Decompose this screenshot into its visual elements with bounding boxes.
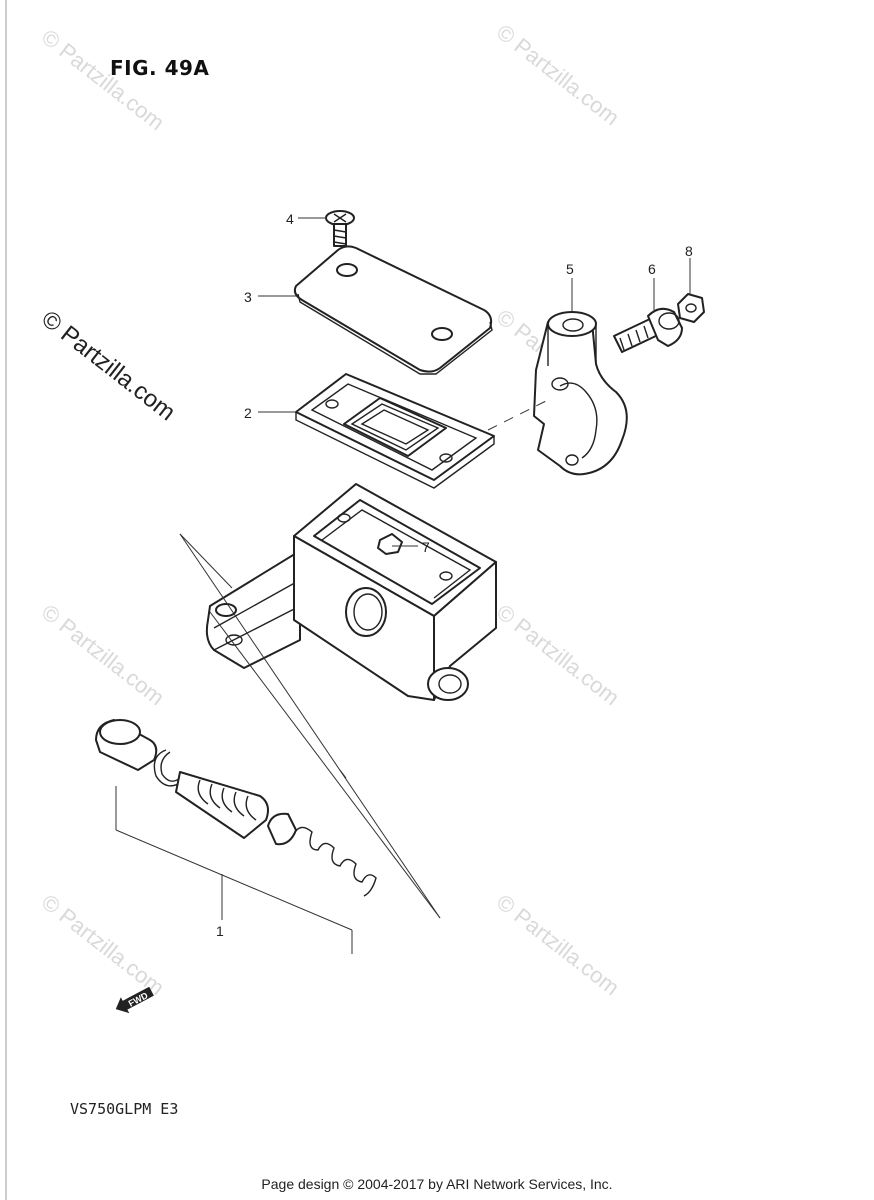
watermark-top-right: © Partzilla.com bbox=[492, 19, 624, 130]
part-8-nut bbox=[677, 293, 705, 323]
figure-title: FIG. 49A bbox=[110, 56, 210, 80]
part-1-bracket bbox=[115, 786, 353, 954]
part-5-clamp bbox=[533, 311, 628, 476]
watermark-lower-left: © Partzilla.com bbox=[37, 599, 169, 710]
model-code: VS750GLPM E3 bbox=[70, 1100, 179, 1118]
part-4-screw bbox=[325, 210, 355, 247]
fwd-arrow-icon: FWD bbox=[115, 986, 154, 1014]
construction-lines bbox=[179, 533, 441, 919]
watermark-bottom-left: © Partzilla.com bbox=[37, 889, 169, 1000]
master-cylinder-body bbox=[205, 483, 497, 701]
callout-6: 6 bbox=[648, 261, 656, 277]
callout-3: 3 bbox=[244, 289, 252, 305]
part-6-bolt bbox=[613, 307, 683, 353]
callout-5: 5 bbox=[566, 261, 574, 277]
callout-leaders bbox=[258, 217, 691, 547]
callout-2: 2 bbox=[244, 405, 252, 421]
assembly-line bbox=[487, 399, 549, 431]
callouts: 1 2 3 4 5 6 7 8 bbox=[216, 211, 693, 939]
watermark-lower-right: © Partzilla.com bbox=[492, 599, 624, 710]
callout-4: 4 bbox=[286, 211, 294, 227]
part-1-piston-kit bbox=[95, 719, 377, 897]
part-2-diaphragm bbox=[295, 373, 495, 489]
part-7-clip bbox=[377, 533, 403, 555]
callout-8: 8 bbox=[685, 243, 693, 259]
callout-7: 7 bbox=[422, 539, 430, 555]
callout-1: 1 bbox=[216, 923, 224, 939]
watermark-bottom-right: © Partzilla.com bbox=[492, 889, 624, 1000]
watermark-top-left: © Partzilla.com bbox=[37, 24, 169, 135]
watermark-dark: © Partzilla.com bbox=[36, 305, 180, 426]
page-footer: Page design © 2004-2017 by ARI Network S… bbox=[261, 1176, 613, 1192]
part-3-cover bbox=[293, 245, 493, 375]
